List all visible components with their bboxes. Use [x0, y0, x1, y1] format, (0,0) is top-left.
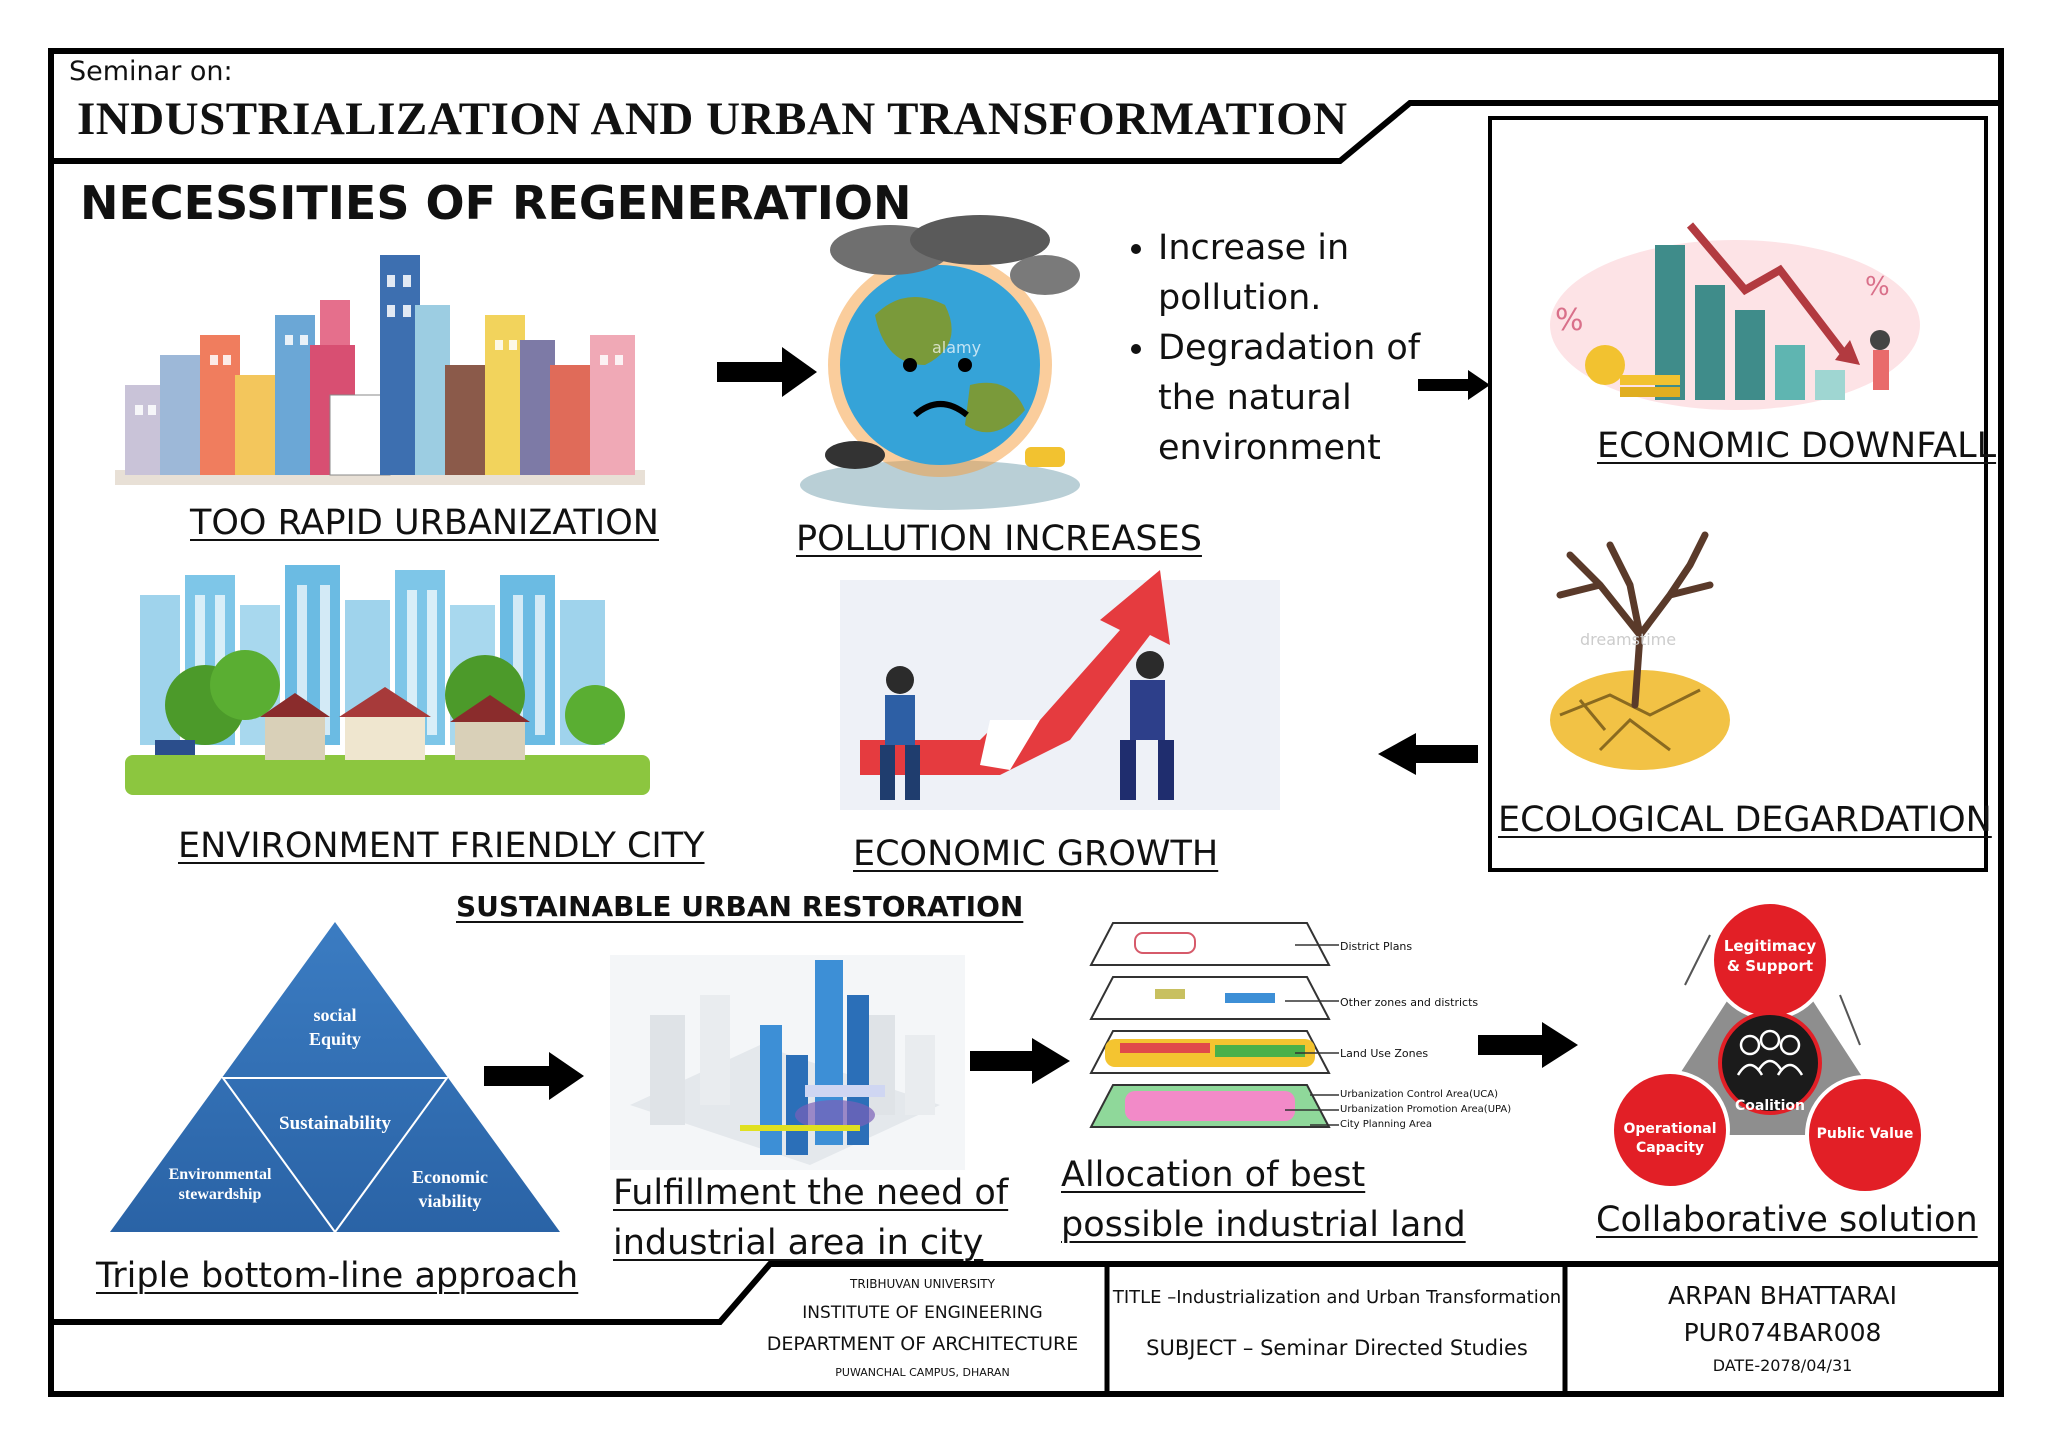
tb-campus: PUWANCHAL CAMPUS, DHARAN: [835, 1366, 1010, 1379]
tb-roll-number: PUR074BAR008: [1683, 1318, 1882, 1347]
subtitle-sustainable-restoration: SUSTAINABLE URBAN RESTORATION: [456, 890, 1024, 923]
land-use-layers-diagram: [1089, 922, 1339, 1128]
industrial-city-model-illustration: [610, 955, 965, 1170]
caption-fulfillment-line: industrial area in city: [613, 1223, 984, 1263]
svg-text:%: %: [1865, 272, 1890, 302]
collab-top-line: & Support: [1726, 957, 1814, 975]
arrow-right-icon: [970, 1038, 1070, 1084]
tb-subject: SUBJECT – Seminar Directed Studies: [1146, 1336, 1528, 1360]
arrow-right-icon: [1478, 1022, 1578, 1068]
collab-top-line: Legitimacy: [1723, 937, 1817, 955]
arrow-right-icon: [1418, 370, 1490, 400]
triangle-top-label: social Equity: [275, 1003, 395, 1051]
ecological-degradation-illustration: [1550, 531, 1730, 770]
tb-institute: INSTITUTE OF ENGINEERING: [802, 1303, 1043, 1323]
economic-downfall-illustration: % %: [1550, 222, 1920, 410]
caption-fulfillment: Fulfillment the need of industrial area …: [613, 1168, 1008, 1268]
caption-economic-growth: ECONOMIC GROWTH: [853, 834, 1219, 874]
arrow-right-icon: [717, 347, 817, 397]
layer-label: Urbanization Control Area(UCA): [1340, 1089, 1499, 1100]
triple-bottom-line-triangle: [110, 922, 560, 1234]
tb-department: DEPARTMENT OF ARCHITECTURE: [766, 1333, 1079, 1355]
layer-label: City Planning Area: [1340, 1119, 1433, 1130]
triangle-left-line: Environmental: [168, 1166, 272, 1183]
triangle-right-line: Economic: [412, 1167, 488, 1187]
collab-left-line: Operational: [1623, 1121, 1717, 1137]
environment-friendly-city-illustration: [125, 565, 650, 795]
collab-center-label: Coalition: [1734, 1098, 1805, 1114]
caption-rapid-urbanization: TOO RAPID URBANIZATION: [190, 503, 659, 543]
collab-right-label: Public Value: [1816, 1126, 1914, 1142]
bullet-item: Increase in pollution.: [1158, 223, 1440, 323]
caption-economic-downfall: ECONOMIC DOWNFALL: [1597, 426, 1997, 466]
collab-left-label: Operational Capacity: [1610, 1120, 1730, 1158]
bullet-list: Increase in pollution. Degradation of th…: [1110, 223, 1440, 473]
polluted-earth-illustration: [800, 215, 1080, 510]
caption-allocation: Allocation of best possible industrial l…: [1061, 1150, 1466, 1250]
bullet-item: Degradation of the natural environment: [1158, 323, 1440, 473]
watermark-dreamstime: dreamstime: [1580, 630, 1677, 649]
layer-label: Urbanization Promotion Area(UPA): [1340, 1104, 1512, 1115]
triangle-right-label: Economic viability: [395, 1165, 505, 1213]
collaborative-circles-diagram: [1610, 900, 1925, 1195]
collab-left-line: Capacity: [1635, 1140, 1705, 1156]
page-title: INDUSTRIALIZATION AND URBAN TRANSFORMATI…: [77, 93, 1348, 145]
caption-fulfillment-line: Fulfillment the need of: [613, 1173, 1009, 1213]
city-skyline-illustration: [115, 255, 645, 485]
caption-triple-bottom-line: Triple bottom-line approach: [96, 1256, 579, 1296]
caption-allocation-line: possible industrial land: [1061, 1205, 1466, 1245]
layer-label: Other zones and districts: [1340, 996, 1479, 1009]
triangle-right-line: viability: [418, 1191, 482, 1211]
caption-pollution: POLLUTION INCREASES: [796, 519, 1202, 559]
tb-date: DATE-2078/04/31: [1712, 1356, 1853, 1375]
caption-environment-friendly: ENVIRONMENT FRIENDLY CITY: [178, 826, 705, 866]
tb-title: TITLE –Industrialization and Urban Trans…: [1112, 1287, 1562, 1308]
caption-ecological-degradation: ECOLOGICAL DEGARDATION: [1498, 800, 1992, 840]
seminar-label: Seminar on:: [69, 56, 233, 87]
arrow-left-icon: [1378, 733, 1478, 775]
collab-top-label: Legitimacy & Support: [1710, 936, 1830, 976]
tb-author-name: ARPAN BHATTARAI: [1668, 1281, 1897, 1310]
section-title: NECESSITIES OF REGENERATION: [80, 176, 912, 230]
watermark-alamy: alamy: [932, 338, 982, 357]
layer-label: District Plans: [1340, 940, 1413, 953]
tb-university: TRIBHUVAN UNIVERSITY: [850, 1277, 995, 1291]
triangle-top-line: social: [313, 1005, 357, 1025]
triangle-center-label: Sustainability: [279, 1113, 391, 1134]
caption-collaborative: Collaborative solution: [1596, 1200, 1978, 1240]
triangle-left-label: Environmental stewardship: [150, 1165, 290, 1205]
layer-label: Land Use Zones: [1340, 1047, 1429, 1060]
arrow-right-icon: [484, 1052, 584, 1100]
caption-allocation-line: Allocation of best: [1061, 1155, 1366, 1195]
triangle-left-line: stewardship: [178, 1186, 262, 1203]
svg-text:%: %: [1555, 303, 1584, 338]
economic-growth-illustration: [840, 570, 1280, 810]
triangle-top-line: Equity: [308, 1029, 362, 1049]
